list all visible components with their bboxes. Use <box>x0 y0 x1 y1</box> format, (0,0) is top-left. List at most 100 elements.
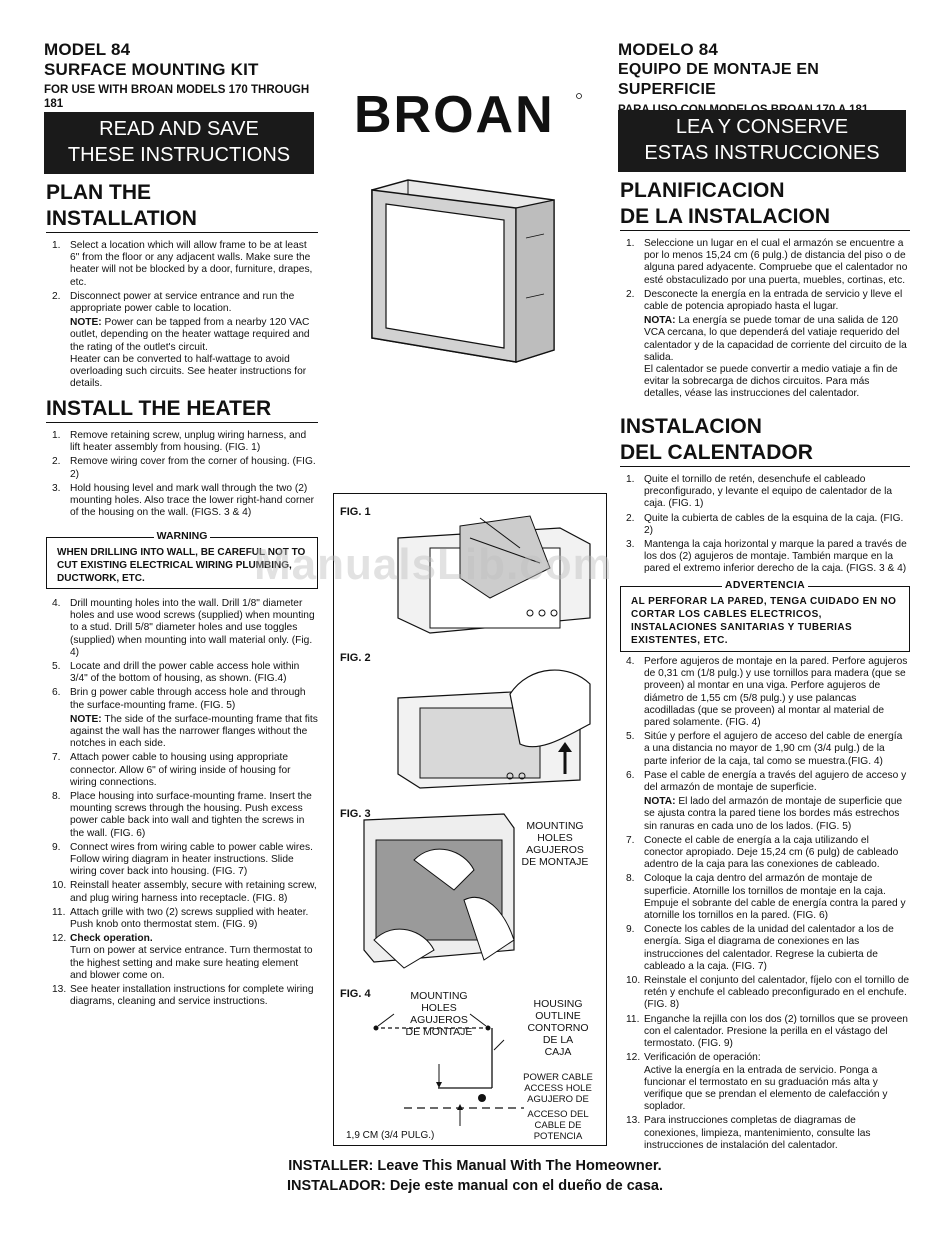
list-item: 12.Verificación de operación:Active la e… <box>620 1052 910 1113</box>
label-line: DE LA <box>542 1034 574 1046</box>
list-item: 2. Disconnect power at service entrance a… <box>46 291 318 315</box>
advertencia-title: ADVERTENCIA <box>721 579 809 591</box>
fig3-label: FIG. 3 <box>340 808 371 820</box>
nota-step6: NOTA: El lado del armazón de montaje de … <box>620 796 910 833</box>
footer-installer-en: INSTALLER: Leave This Manual With The Ho… <box>288 1158 662 1174</box>
list-item: 3. Mantenga la caja horizontal y marque l… <box>620 539 910 576</box>
step-number: 9. <box>52 841 61 853</box>
fig4-label: FIG. 4 <box>340 988 371 1000</box>
install-steps-b: 4.Drill mounting holes into the wall. Dr… <box>46 598 318 1011</box>
instalacion-line-2: DEL CALENTADOR <box>620 441 813 464</box>
list-item: 9.Connect wires from wiring cable to pow… <box>46 842 318 879</box>
planificacion-heading: PLANIFICACION DE LA INSTALACION <box>620 178 910 231</box>
step-text: See heater installation instructions for… <box>70 984 314 1008</box>
step-number: 12. <box>626 1052 641 1064</box>
step-number: 2. <box>626 512 635 524</box>
fig4-power-cable-label: POWER CABLE ACCESS HOLE AGUJERO DE ACCES… <box>516 1072 600 1142</box>
step-label: Verificación de operación: <box>644 1052 761 1064</box>
frame-illustration <box>366 178 558 366</box>
fig4-dimension-label: 1,9 CM (3/4 PULG.) <box>346 1130 435 1141</box>
install-steps-a: 1.Remove retaining screw, unplug wiring … <box>46 430 318 521</box>
note-label: NOTE: <box>70 317 102 329</box>
fig4-drawing <box>373 1013 524 1126</box>
model-title: MODEL 84 <box>44 40 131 59</box>
read-save-box: READ AND SAVE THESE INSTRUCTIONS <box>44 112 314 174</box>
step-number: 3. <box>626 539 635 551</box>
step-text: Perfore agujeros de montaje en la pared.… <box>644 656 908 729</box>
list-item: 5.Sitúe y perfore el agujero de acceso d… <box>620 731 910 768</box>
nota-plan-2: El calentador se puede convertir a medio… <box>644 364 898 400</box>
step-text: Pase el cable de energía a través del ag… <box>644 769 907 794</box>
step-number: 13. <box>626 1115 641 1127</box>
step-number: 5. <box>626 731 635 743</box>
warning-title: WARNING <box>153 530 211 542</box>
step-number: 4. <box>626 656 635 667</box>
step-text: Para instrucciones completas de diagrama… <box>644 1115 871 1151</box>
watermark: ManualsLib.com <box>254 540 613 589</box>
list-item: 4.Drill mounting holes into the wall. Dr… <box>46 598 318 659</box>
step-number: 2. <box>52 290 61 302</box>
list-item: 1.Select a location which will allow fra… <box>46 240 318 289</box>
fig4-mounting-holes-label: MOUNTING HOLES AGUJEROS DE MONTAJE <box>394 990 484 1038</box>
for-use-line: FOR USE WITH BROAN MODELS 170 THROUGH 18… <box>44 84 310 110</box>
note-text: La energía se puede tomar de una salida … <box>644 315 907 363</box>
step-text: Brin g power cable through access hole a… <box>70 687 306 711</box>
label-line: CONTORNO <box>527 1022 589 1034</box>
warning-box: WARNING WHEN DRILLING INTO WALL, BE CARE… <box>46 530 318 589</box>
planificacion-line-2: DE LA INSTALACION <box>620 205 830 228</box>
plan-heading: PLAN THE INSTALLATION <box>46 180 318 233</box>
equipo-title: EQUIPO DE MONTAJE EN SUPERFICIE <box>618 61 820 98</box>
step-number: 10. <box>52 880 67 892</box>
fig2-label: FIG. 2 <box>340 652 371 664</box>
instalacion-line-1: INSTALACION <box>620 415 762 438</box>
list-item: 8. Coloque la caja dentro del armazón de … <box>620 873 910 922</box>
list-item: 1.Remove retaining screw, unplug wiring … <box>46 430 318 454</box>
fig2-drawing <box>397 669 591 789</box>
step-number: 6. <box>52 687 61 699</box>
step-text: Attach grille with two (2) screws suppli… <box>70 906 309 931</box>
step-number: 7. <box>626 834 635 846</box>
step-label: Check operation. <box>70 933 153 945</box>
fig3-mounting-holes-label: MOUNTING HOLES AGUJEROS DE MONTAJE <box>510 820 600 868</box>
label-line: AGUJEROS <box>526 844 584 856</box>
step-text: Coloque la caja dentro del armazón de mo… <box>644 873 906 922</box>
left-column: MODEL 84 SURFACE MOUNTING KIT FOR USE WI… <box>44 40 320 111</box>
list-item: 6. Brin g power cable through access hole… <box>46 687 318 711</box>
step-text: Hold housing level and mark wall through… <box>70 482 315 519</box>
step-number: 2. <box>52 456 61 468</box>
step-number: 6. <box>626 769 635 781</box>
step-text: Quite el tornillo de retén, desenchufe e… <box>644 474 893 510</box>
note-text: Power can be tapped from a nearby 120 VA… <box>70 317 310 353</box>
step-text: Remove retaining screw, unplug wiring ha… <box>70 430 307 454</box>
list-item: 6. Pase el cable de energía a través del … <box>620 770 910 794</box>
planificacion-steps: 1.Seleccione un lugar en el cual el arma… <box>620 238 910 401</box>
step-text: Disconnect power at service entrance and… <box>70 290 295 315</box>
right-column: MODELO 84 EQUIPO DE MONTAJE EN SUPERFICI… <box>618 40 918 117</box>
label-line: AGUJEROS <box>410 1014 468 1026</box>
step-number: 8. <box>52 791 61 803</box>
footer-installer-es: INSTALADOR: Deje este manual con el dueñ… <box>286 1178 664 1194</box>
planificacion-line-1: PLANIFICACION <box>620 179 785 202</box>
fig1-drawing <box>397 515 591 634</box>
list-item: 12.Check operation.Turn on power at serv… <box>46 933 318 982</box>
fig4-housing-outline-label: HOUSING OUTLINE CONTORNO DE LA CAJA <box>526 998 590 1058</box>
step-text: Enganche la rejilla con los dos (2) torn… <box>644 1013 908 1050</box>
list-item: 3.Hold housing level and mark wall throu… <box>46 483 318 520</box>
list-item: 11.Enganche la rejilla con los dos (2) t… <box>620 1014 910 1051</box>
list-item: 1.Seleccione un lugar en el cual el arma… <box>620 238 910 287</box>
step-text: Mantenga la caja horizontal y marque la … <box>644 539 907 575</box>
lea-conserve-box: LEA Y CONSERVE ESTAS INSTRUCCIONES <box>618 110 906 172</box>
list-item: 2.Remove wiring cover from the corner of… <box>46 456 318 480</box>
label-line: CAJA <box>544 1046 572 1058</box>
instalacion-steps-a: 1.Quite el tornillo de retén, desenchufe… <box>620 474 910 578</box>
label-line: MOUNTING <box>526 820 584 832</box>
warning-text: WHEN DRILLING INTO WALL, BE CAREFUL NOT … <box>57 547 306 584</box>
read-save-line-1: READ AND SAVE <box>99 118 259 140</box>
fig3-drawing <box>363 813 515 969</box>
step-number: 8. <box>626 873 635 885</box>
label-line: MOUNTING <box>410 990 468 1002</box>
instalacion-heading: INSTALACION DEL CALENTADOR <box>620 414 910 467</box>
label-line: DE MONTAJE <box>521 856 589 868</box>
note-text: The side of the surface-mounting frame t… <box>70 713 318 750</box>
figures-panel: FIG. 1 FIG. 2 FIG. 3 MOUNTING HOLES AGUJ… <box>333 493 607 1146</box>
